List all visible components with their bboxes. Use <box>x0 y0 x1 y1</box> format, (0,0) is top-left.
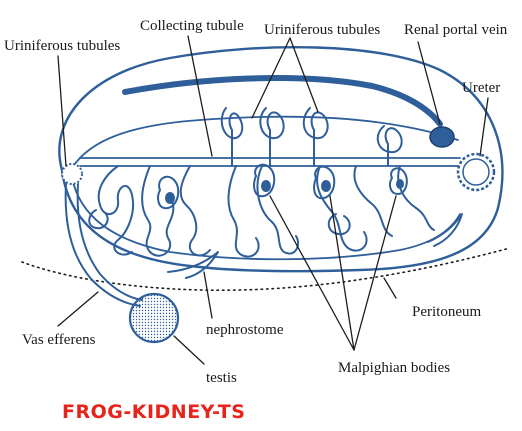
renal-portal-vein-section <box>429 126 455 148</box>
label-vas-efferens: Vas efferens <box>22 332 96 348</box>
nephrostome-left <box>167 251 219 279</box>
nephrostome-right <box>427 213 463 247</box>
label-peritoneum: Peritoneum <box>412 304 481 320</box>
label-testis: testis <box>206 370 237 386</box>
ureter-lumen <box>462 158 490 186</box>
peritoneum-line <box>21 247 511 292</box>
label-malpighian-bodies: Malpighian bodies <box>338 360 450 376</box>
label-ureter: Ureter <box>462 80 500 96</box>
uriniferous-tubules <box>88 107 435 258</box>
renal-portal-vein <box>122 75 443 127</box>
left-duct-section <box>61 163 83 185</box>
kidney-outline <box>58 46 504 273</box>
figure-caption: FROG-KIDNEY-TS <box>62 401 245 423</box>
label-collecting-tubule: Collecting tubule <box>140 18 244 34</box>
vas-efferens <box>64 183 143 307</box>
label-uriniferous-tubules-top: Uriniferous tubules <box>264 22 380 38</box>
pointer-lines <box>57 35 489 365</box>
label-nephrostome: nephrostome <box>206 322 284 338</box>
inner-boundary <box>71 115 461 261</box>
testis <box>128 292 180 344</box>
malpighian-bodies <box>157 163 408 210</box>
label-uriniferous-tubules-left: Uriniferous tubules <box>4 38 120 54</box>
label-renal-portal-vein: Renal portal vein <box>404 22 508 38</box>
